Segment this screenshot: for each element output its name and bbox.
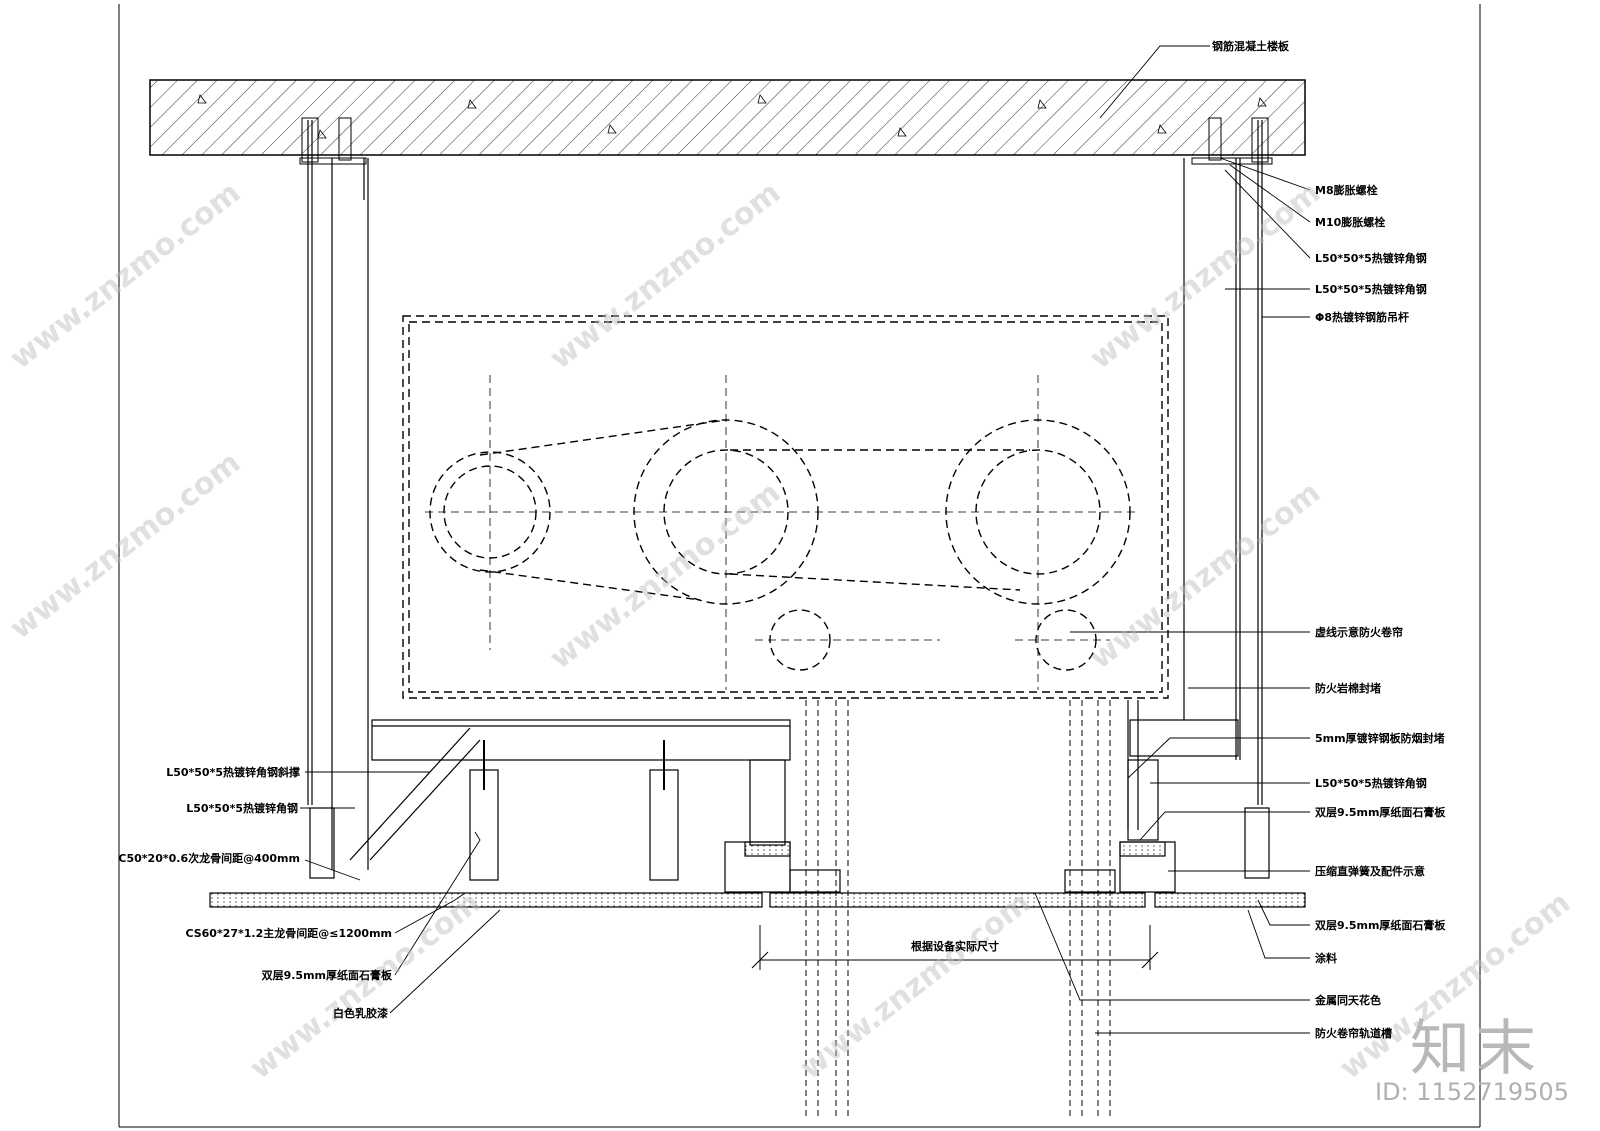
concrete-slab (149, 79, 1306, 156)
label-angle2: L50*50*5热镀锌角钢 (1315, 282, 1427, 296)
dimension-line (751, 925, 1159, 970)
label-latex: 白色乳胶漆 (333, 1006, 388, 1020)
dimension-text: 根据设备实际尺寸 (911, 939, 999, 953)
label-gypsum-left: 双层9.5mm厚纸面石膏板 (262, 968, 393, 982)
leaders-right (1034, 45, 1311, 1034)
gypsum-ceiling (209, 869, 1306, 908)
right-bracket-assembly (1119, 700, 1270, 893)
watermark-1: www.znzmo.com (3, 175, 247, 376)
hanger-rods (299, 117, 1273, 805)
leaders-left (300, 771, 501, 1014)
label-angle3: L50*50*5热镀锌角钢 (1315, 776, 1427, 790)
shutter-tracks (805, 700, 1111, 1120)
labels-right: 钢筋混凝土楼板 M8膨胀螺栓 M10膨胀螺栓 L50*50*5热镀锌角钢 L50… (1212, 39, 1446, 1040)
brand-logo: 知末 (1410, 1014, 1542, 1084)
watermark-2: www.znzmo.com (543, 175, 787, 376)
label-rockwool: 防火岩棉封堵 (1315, 681, 1381, 695)
label-metal: 金属同天花色 (1314, 993, 1381, 1007)
image-id: ID: 1152719505 (1375, 1078, 1569, 1106)
watermark-7: www.znzmo.com (243, 885, 487, 1086)
label-m8: M8膨胀螺栓 (1315, 183, 1378, 197)
label-cs60: CS60*27*1.2主龙骨间距@≤1200mm (185, 926, 392, 940)
watermark-8: www.znzmo.com (793, 885, 1037, 1086)
watermark-3: www.znzmo.com (1083, 175, 1327, 376)
label-dashed-shutter: 虚线示意防火卷帘 (1315, 625, 1403, 639)
label-gypsum-r2: 双层9.5mm厚纸面石膏板 (1315, 918, 1446, 932)
left-bracket-assembly (309, 719, 791, 893)
watermark-6: www.znzmo.com (1083, 475, 1327, 676)
label-angle-left: L50*50*5热镀锌角钢 (186, 801, 298, 815)
label-track: 防火卷帘轨道槽 (1315, 1026, 1392, 1040)
watermark-4: www.znzmo.com (3, 445, 247, 646)
label-spring: 压缩直弹簧及配件示意 (1315, 864, 1425, 878)
label-rod: Φ8热镀锌钢筋吊杆 (1315, 310, 1409, 324)
label-c50: C50*20*0.6次龙骨间距@400mm (118, 851, 300, 865)
label-m10: M10膨胀螺栓 (1315, 215, 1385, 229)
label-gypsum-r1: 双层9.5mm厚纸面石膏板 (1315, 805, 1446, 819)
label-paint: 涂料 (1315, 951, 1337, 965)
label-angle1: L50*50*5热镀锌角钢 (1315, 251, 1427, 265)
label-slab: 钢筋混凝土楼板 (1212, 39, 1290, 53)
label-brace: L50*50*5热镀锌角钢斜撑 (166, 765, 300, 779)
fire-shutter-box (402, 315, 1169, 699)
label-smoke-plate: 5mm厚镀锌钢板防烟封堵 (1315, 731, 1445, 745)
angle-steel-columns (331, 158, 1241, 870)
labels-left: L50*50*5热镀锌角钢斜撑 L50*50*5热镀锌角钢 C50*20*0.6… (118, 765, 393, 1020)
